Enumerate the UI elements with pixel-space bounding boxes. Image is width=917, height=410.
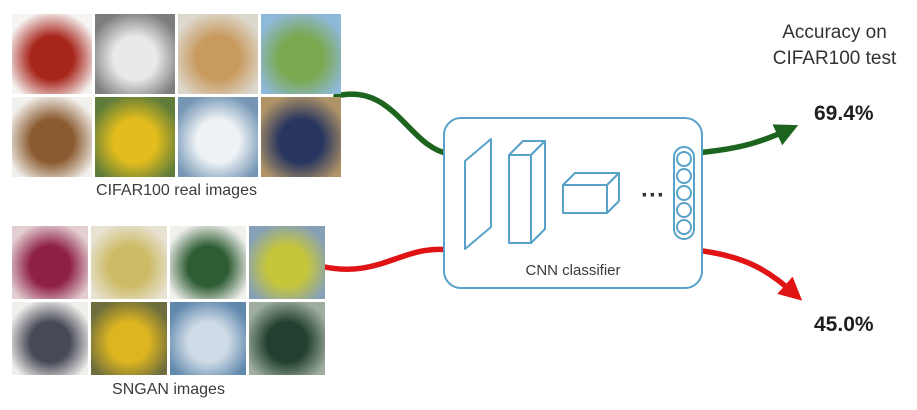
sngan-label: SNGAN images [112, 381, 225, 398]
accuracy-real-value: 69.4% [814, 102, 874, 125]
accuracy-heading-line2: CIFAR100 test [772, 48, 897, 69]
thumb-tram [261, 14, 341, 94]
cnn-layers-icon: ··· [464, 138, 695, 250]
accuracy-heading-line1: Accuracy on [782, 22, 887, 43]
cnn-classifier-box: ··· CNN classifier [443, 117, 703, 289]
thumb-apple [12, 226, 88, 299]
cnn-classifier-label: CNN classifier [525, 262, 621, 279]
cifar100-real-label: CIFAR100 real images [96, 182, 257, 199]
thumb-mountain [170, 302, 246, 375]
red-arrow-in [317, 246, 453, 272]
thumb-bottle [170, 226, 246, 299]
thumb-apple [12, 14, 92, 94]
thumb-sunflower [95, 97, 175, 177]
thumb-chair [12, 97, 92, 177]
cifar100-real-grid [12, 14, 341, 177]
sngan-grid [12, 226, 325, 375]
cnn-layer2-icon [508, 140, 546, 244]
thumb-cable-car [178, 14, 258, 94]
thumb-fruit [91, 226, 167, 299]
thumb-clock [95, 14, 175, 94]
ellipsis-icon: ··· [641, 182, 665, 209]
green-arrow-out [692, 124, 799, 156]
thumb-mountain [178, 97, 258, 177]
red-arrow-out [692, 247, 803, 301]
thumb-tram [249, 226, 325, 299]
thumb-dark-object [12, 302, 88, 375]
cnn-output-layer-icon [673, 146, 695, 240]
green-arrow-in [333, 91, 453, 157]
thumb-motorcycle [261, 97, 341, 177]
cnn-layer1-icon [464, 138, 492, 250]
thumb-train [249, 302, 325, 375]
accuracy-sngan-value: 45.0% [814, 313, 874, 336]
accuracy-heading: Accuracy on CIFAR100 test [752, 20, 917, 72]
thumb-sunflower [91, 302, 167, 375]
cnn-layer3-icon [562, 172, 620, 214]
